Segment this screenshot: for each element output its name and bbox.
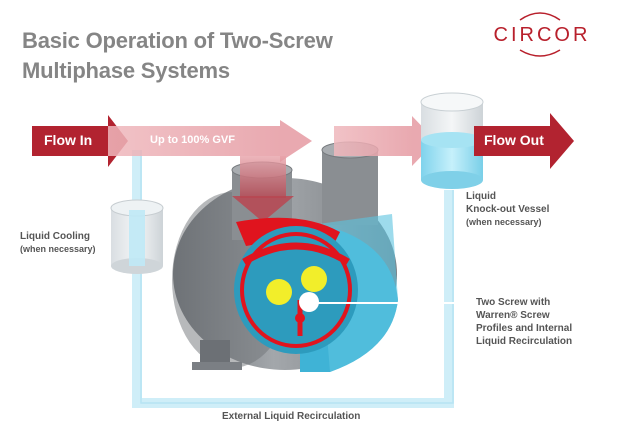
- screw-line-2: Warren® Screw: [476, 310, 550, 321]
- external-recirculation-pipe: [132, 150, 454, 408]
- liquid-cooling-line-1: Liquid Cooling: [20, 231, 90, 242]
- inlet-downflow-arrow: [232, 156, 294, 222]
- gvf-label: Up to 100% GVF: [150, 134, 235, 146]
- page-title: Basic Operation of Two-Screw Multiphase …: [22, 26, 333, 86]
- knockout-line-2: Knock-out Vessel: [466, 204, 550, 215]
- two-screw-label: Two Screw with Warren® Screw Profiles an…: [476, 296, 572, 348]
- title-line-1: Basic Operation of Two-Screw: [22, 28, 333, 53]
- knockout-line-1: Liquid: [466, 191, 496, 202]
- pump-cutaway: [234, 214, 398, 372]
- flow-out-arrow: [474, 113, 574, 169]
- circor-logo-mark: [519, 12, 561, 57]
- screw-line-4: Liquid Recirculation: [476, 336, 573, 347]
- knockout-vessel-label: Liquid Knock-out Vessel (when necessary): [466, 190, 549, 229]
- flow-in-arrow: [32, 115, 128, 167]
- liquid-cooling-label: Liquid Cooling (when necessary): [20, 230, 96, 256]
- logo-text: CIRCOR: [493, 24, 591, 46]
- circor-logo: CIRCOR: [476, 14, 608, 54]
- flow-out-label: Flow Out: [484, 132, 544, 148]
- liquid-cooling-vessel: [110, 199, 164, 274]
- liquid-cooling-line-2: (when necessary): [20, 244, 96, 254]
- flow-in-label: Flow In: [44, 132, 93, 148]
- screw-line-3: Profiles and Internal: [476, 323, 573, 334]
- screw-line-1: Two Screw with: [476, 297, 551, 308]
- knockout-line-3: (when necessary): [466, 217, 542, 227]
- external-recirculation-label: External Liquid Recirculation: [222, 411, 361, 422]
- title-line-2: Multiphase Systems: [22, 58, 230, 83]
- knockout-vessel: [420, 92, 484, 189]
- inlet-flow-band: [108, 120, 312, 162]
